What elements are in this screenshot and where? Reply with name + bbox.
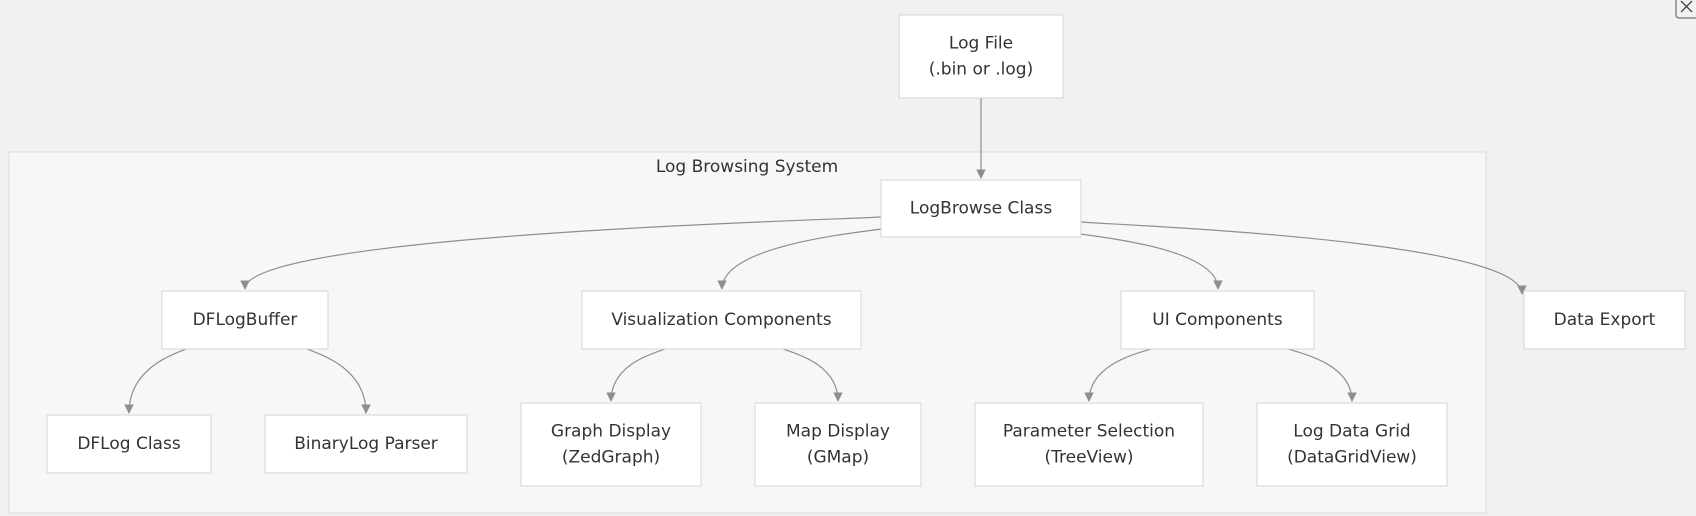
node-box <box>1120 290 1315 350</box>
edges-layer <box>124 98 1527 414</box>
close-icon[interactable] <box>1675 0 1696 19</box>
node-binarylog: BinaryLog Parser <box>264 414 468 474</box>
edge-viz-to-map <box>782 348 843 402</box>
node-label-line-1: BinaryLog Parser <box>294 434 438 454</box>
node-label-line-1: Parameter Selection <box>1003 422 1175 442</box>
node-logbrowse: LogBrowse Class <box>880 179 1082 238</box>
node-label-line-1: Visualization Components <box>611 310 831 330</box>
node-export: Data Export <box>1523 290 1686 350</box>
node-box <box>161 290 329 350</box>
nodes-layer: Log File (.bin or .log) LogBrowse ClassDFL… <box>46 14 1686 487</box>
node-box <box>520 402 702 487</box>
edge-logbrowse-to-dflogbuffer <box>240 216 882 290</box>
node-label-line-1: Map Display <box>786 422 890 442</box>
node-label-line-1: DFLog Class <box>77 434 181 454</box>
edge-dflogbuffer-to-binarylog <box>306 348 371 414</box>
node-grid: Log Data Grid (DataGridView) <box>1256 402 1448 487</box>
edge-logbrowse-to-ui <box>1080 233 1223 290</box>
node-box <box>264 414 468 474</box>
node-label-line-1: Log Data Grid <box>1293 422 1410 442</box>
edge-logbrowse-to-viz <box>717 228 882 290</box>
cluster-title: Log Browsing System <box>656 157 838 177</box>
node-label-line-2: (ZedGraph) <box>562 448 660 468</box>
node-ui: UI Components <box>1120 290 1315 350</box>
edge-dflogbuffer-to-dflog <box>124 348 187 414</box>
edge-logbrowse-to-export <box>1080 221 1527 295</box>
node-label-line-1: Graph Display <box>551 422 671 442</box>
node-box <box>754 402 922 487</box>
node-graph: Graph Display (ZedGraph) <box>520 402 702 487</box>
node-param: Parameter Selection (TreeView) <box>974 402 1204 487</box>
node-dflogbuffer: DFLogBuffer <box>161 290 329 350</box>
node-box <box>974 402 1204 487</box>
node-dflog: DFLog Class <box>46 414 212 474</box>
node-label-line-1: Data Export <box>1554 310 1656 330</box>
edge-ui-to-grid <box>1287 348 1357 402</box>
node-box <box>898 14 1064 99</box>
node-box <box>581 290 862 350</box>
node-label-line-2: (GMap) <box>807 448 869 468</box>
node-box <box>1256 402 1448 487</box>
node-label-line-2: (TreeView) <box>1044 448 1133 468</box>
node-map: Map Display (GMap) <box>754 402 922 487</box>
node-box <box>46 414 212 474</box>
edge-ui-to-param <box>1084 348 1152 402</box>
node-label-line-1: Log File <box>949 34 1013 54</box>
node-label-line-1: UI Components <box>1152 310 1283 330</box>
node-log-file: Log File (.bin or .log) <box>898 14 1064 99</box>
node-label-line-2: (.bin or .log) <box>929 60 1033 80</box>
edge-viz-to-graph <box>606 348 666 402</box>
node-label-line-1: DFLogBuffer <box>193 310 298 330</box>
node-viz: Visualization Components <box>581 290 862 350</box>
node-label-line-2: (DataGridView) <box>1287 448 1417 468</box>
node-box <box>880 179 1082 238</box>
node-box <box>1523 290 1686 350</box>
node-label-line-1: LogBrowse Class <box>910 199 1053 219</box>
